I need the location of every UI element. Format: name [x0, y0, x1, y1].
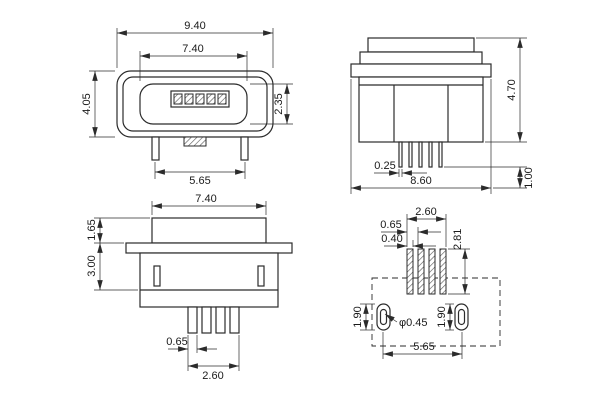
footprint-pad	[417, 248, 425, 295]
footprint-pad	[406, 248, 414, 295]
dim-text-pad-width: 0.40	[381, 233, 402, 245]
front-left-leg	[151, 136, 160, 161]
top-view: 7.40 1.65 3.00 0.65 2.60	[86, 193, 293, 382]
side-pin	[428, 141, 433, 168]
top-view-geometry	[125, 217, 293, 334]
footprint-dim-hole-diameter: φ0.45	[384, 313, 428, 329]
footprint-dim-hole-span: 5.65	[382, 332, 463, 359]
dim-text-hole-height-left: 1.90	[352, 306, 364, 327]
side-pin	[408, 141, 413, 168]
top-dim-pin-width: 0.65	[166, 335, 217, 371]
footprint-hole-left-inner	[379, 308, 388, 326]
dim-text-pad-length: 2.81	[452, 229, 464, 250]
side-dim-pin-thickness: 0.25	[374, 160, 427, 177]
footprint-dim-hole-height-left: 1.90	[352, 303, 375, 331]
side-dim-body-length: 8.60	[350, 79, 492, 194]
footprint-body-outline	[371, 277, 501, 347]
dim-text-pad-pitch: 0.65	[380, 219, 401, 231]
footprint-dim-pad-group-span: 2.60	[406, 206, 447, 247]
top-pin	[201, 306, 212, 334]
top-right-tab	[257, 265, 265, 287]
dim-text-body-width: 7.40	[195, 193, 216, 205]
front-right-leg	[240, 136, 249, 161]
side-pin	[418, 141, 423, 168]
top-dim-shroud-depth: 1.65	[86, 217, 150, 244]
front-contact-pin	[173, 93, 183, 105]
top-pin	[187, 306, 198, 334]
front-dim-leg-span: 5.65	[154, 162, 246, 187]
front-contact-pin	[195, 93, 205, 105]
footprint-dim-hole-height-right: 1.90	[436, 303, 454, 331]
side-dim-overall-height: 4.70	[476, 37, 527, 143]
side-shield-top	[367, 37, 475, 53]
dim-text-overall-height: 4.70	[506, 79, 518, 100]
dim-text-hole-height-right: 1.90	[436, 306, 448, 327]
dim-text-pin-thickness: 0.25	[374, 160, 395, 172]
dim-text-hole-diameter: φ0.45	[399, 317, 428, 329]
front-dim-overall-width: 9.40	[116, 20, 274, 68]
front-contact-pin	[206, 93, 216, 105]
dim-text-hole-span: 5.65	[413, 341, 434, 353]
front-dim-opening-height: 2.35	[250, 83, 293, 125]
footprint-hole-right-inner	[457, 308, 466, 326]
side-pin	[398, 141, 403, 168]
top-body	[139, 252, 279, 308]
side-dim-pin-protrusion: 1.00	[444, 166, 535, 189]
side-body	[358, 76, 484, 143]
top-shroud	[151, 217, 267, 244]
leader-line	[384, 313, 398, 323]
top-dim-body-width: 7.40	[151, 193, 267, 215]
top-pin	[215, 306, 226, 334]
front-dim-opening-width: 7.40	[139, 43, 248, 81]
dim-text-body-length: 8.60	[410, 175, 431, 187]
side-flange	[350, 63, 492, 78]
top-dim-shell-depth: 3.00	[86, 243, 138, 291]
footprint-dim-pad-length: 2.81	[448, 229, 470, 295]
top-dim-pin-group-span: 2.60	[188, 335, 240, 382]
footprint-dim-pad-pitch: 0.65	[380, 219, 441, 247]
dim-text-pin-width: 0.65	[166, 336, 187, 348]
front-view: 9.40 7.40 4.05 2.35 5.65	[81, 20, 293, 187]
dim-text-leg-span: 5.65	[189, 175, 210, 187]
side-pin	[438, 141, 443, 168]
side-view-geometry	[350, 37, 492, 168]
dim-text-overall-width: 9.40	[184, 20, 205, 32]
front-center-tab	[183, 136, 207, 147]
front-contact-pin	[217, 93, 227, 105]
footprint-geometry	[371, 248, 501, 347]
footprint-pad	[428, 248, 436, 295]
footprint-dim-pad-width: 0.40	[381, 233, 436, 249]
dim-text-opening-height: 2.35	[273, 93, 285, 114]
top-flange	[125, 242, 293, 254]
dim-text-pin-protrusion: 1.00	[523, 167, 535, 188]
dim-text-body-height: 4.05	[81, 93, 93, 114]
footprint-pad	[439, 248, 447, 295]
front-dim-body-height: 4.05	[81, 70, 115, 138]
top-pin	[229, 306, 240, 334]
footprint-view: 2.60 0.65 0.40 2.81 1.90	[352, 206, 501, 359]
dim-text-pad-group-span: 2.60	[415, 206, 436, 218]
dim-text-pin-group-span: 2.60	[202, 370, 223, 382]
side-view: 4.70 1.00 0.25 8.60	[350, 37, 535, 194]
dim-text-shroud-depth: 1.65	[86, 219, 98, 240]
top-left-tab	[153, 265, 161, 287]
front-contact-pin	[184, 93, 194, 105]
dim-text-shell-depth: 3.00	[86, 255, 98, 276]
side-shield-step	[359, 51, 483, 65]
front-view-geometry	[116, 70, 274, 161]
dim-text-opening-width: 7.40	[182, 43, 203, 55]
